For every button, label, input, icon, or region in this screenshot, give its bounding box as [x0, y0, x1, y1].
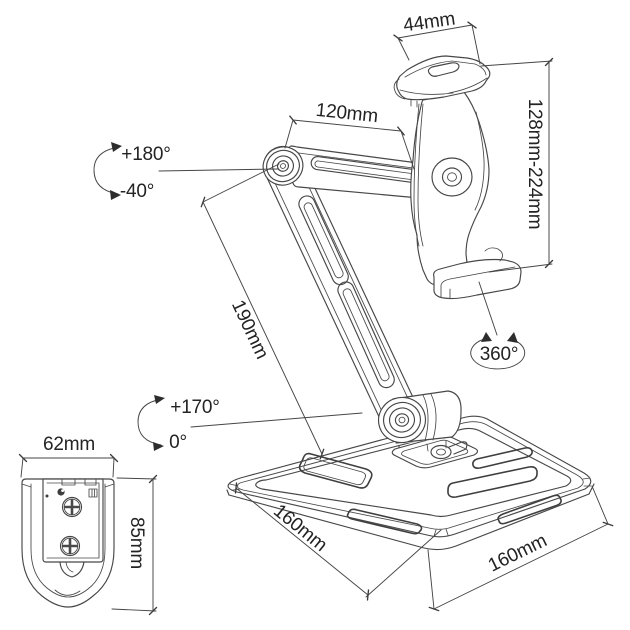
holder-width-label: 44mm — [402, 8, 456, 36]
elbow-swivel-arc — [93, 146, 120, 195]
bracket-height-label: 85mm — [126, 517, 147, 569]
top-clamp-slot — [427, 62, 460, 77]
arrow-down-icon — [153, 442, 164, 451]
elbow-joint — [262, 146, 304, 186]
dim-holder-width: 44mm — [393, 8, 481, 65]
base-pad-back-right — [472, 447, 533, 469]
pivot-lever-boss — [430, 444, 452, 460]
elbow-swivel-up-label: +180° — [121, 144, 170, 165]
base-tilt-arc — [137, 398, 163, 446]
dim-bracket-width: 62mm — [18, 434, 119, 478]
arrow-up-icon — [154, 395, 165, 404]
lower-arm-slot-lower — [337, 281, 395, 389]
base-tilt-up-label: +170° — [170, 397, 219, 418]
base-edge-right-label: 160mm — [485, 530, 550, 576]
rotate-right-arrow-icon — [507, 332, 518, 343]
elbow-swivel-down-label: -40° — [120, 181, 154, 202]
base-band-front-left — [346, 508, 423, 535]
dim-holder-height-range: 128mm-224mm — [480, 57, 554, 273]
rotate-left-arrow-icon — [481, 332, 492, 342]
base-pad-left — [298, 452, 373, 489]
lower-arm-length-label: 190mm — [227, 297, 272, 362]
bracket-roller — [59, 561, 85, 578]
base — [226, 415, 595, 551]
bracket-clip-icon — [88, 488, 98, 498]
base-skirt — [228, 493, 590, 551]
rotation-knob — [431, 157, 473, 197]
base-top-face — [255, 427, 572, 518]
base-rim-line — [236, 421, 584, 530]
rotation-ellipse — [470, 337, 526, 370]
base-tilt-down-label: 0° — [169, 432, 187, 453]
tablet-holder — [393, 55, 522, 300]
annotation-elbow-swivel: +180° -40° — [93, 142, 279, 202]
base-band-front-right — [497, 494, 562, 525]
annotation-base-tilt: +170° 0° — [137, 395, 363, 453]
lower-arm-slot-upper — [298, 195, 349, 286]
pivot-hinge-face — [377, 396, 427, 444]
bracket-notches — [61, 478, 97, 486]
holder-height-range-label: 128mm-224mm — [524, 99, 545, 230]
base-pad-right — [447, 466, 538, 498]
holder-rotation-label: 360° — [480, 344, 519, 365]
annotation-holder-rotation: 360° — [470, 281, 526, 370]
base-outline — [227, 415, 592, 538]
dim-upper-arm-length: 120mm — [284, 100, 415, 170]
wall-bracket — [21, 478, 115, 608]
holder-rail — [413, 103, 424, 247]
screw-bottom — [59, 535, 81, 557]
bottom-clamp — [433, 258, 522, 300]
bracket-plate — [42, 478, 104, 563]
elbow-hinge-face — [262, 146, 304, 186]
bracket-width-label: 62mm — [43, 434, 95, 455]
base-pivot — [377, 390, 479, 469]
screw-top — [61, 496, 83, 518]
dim-bracket-height: 85mm — [111, 474, 158, 616]
arrow-down-icon — [110, 190, 121, 200]
bracket-pin-icon — [57, 488, 65, 496]
arrow-up-icon — [111, 142, 122, 152]
